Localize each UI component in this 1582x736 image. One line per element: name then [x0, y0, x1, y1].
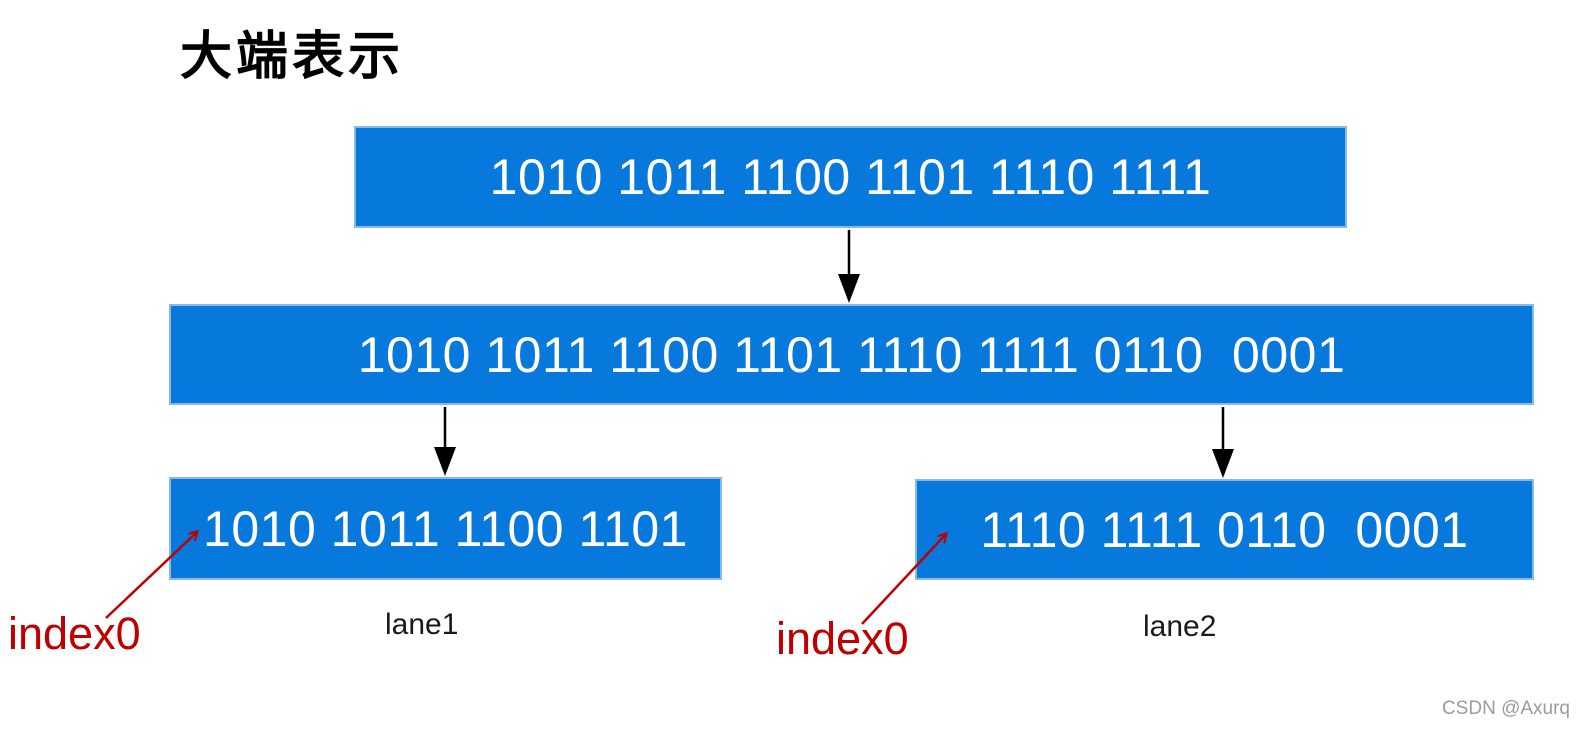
page-title: 大端表示: [180, 26, 405, 87]
down-arrow-row1-to-row2-icon: [838, 230, 860, 303]
index0-label-lane1: index0: [8, 608, 141, 659]
bit-box-lane1: 1010 1011 1100 1101: [169, 477, 722, 580]
lane2-label: lane2: [1143, 610, 1217, 643]
bit-box-full-word-value: 1010 1011 1100 1101 1110 1111: [489, 149, 1212, 205]
lane1-label: lane1: [385, 608, 459, 641]
down-arrow-row2-to-lane1-icon: [434, 407, 456, 476]
bit-box-lane2-value: 1110 1111 0110 0001: [980, 501, 1469, 558]
bit-box-lane1-value: 1010 1011 1100 1101: [203, 500, 688, 557]
bit-box-full-word: 1010 1011 1100 1101 1110 1111: [354, 126, 1347, 228]
bit-box-extended-word-value: 1010 1011 1100 1101 1110 1111 0110 0001: [357, 326, 1346, 383]
watermark: CSDN @Axurq: [1441, 698, 1570, 719]
index0-label-lane2: index0: [776, 613, 909, 664]
bit-box-lane2: 1110 1111 0110 0001: [915, 479, 1534, 580]
down-arrow-row2-to-lane2-icon: [1212, 407, 1234, 478]
bit-box-extended-word: 1010 1011 1100 1101 1110 1111 0110 0001: [169, 304, 1534, 405]
